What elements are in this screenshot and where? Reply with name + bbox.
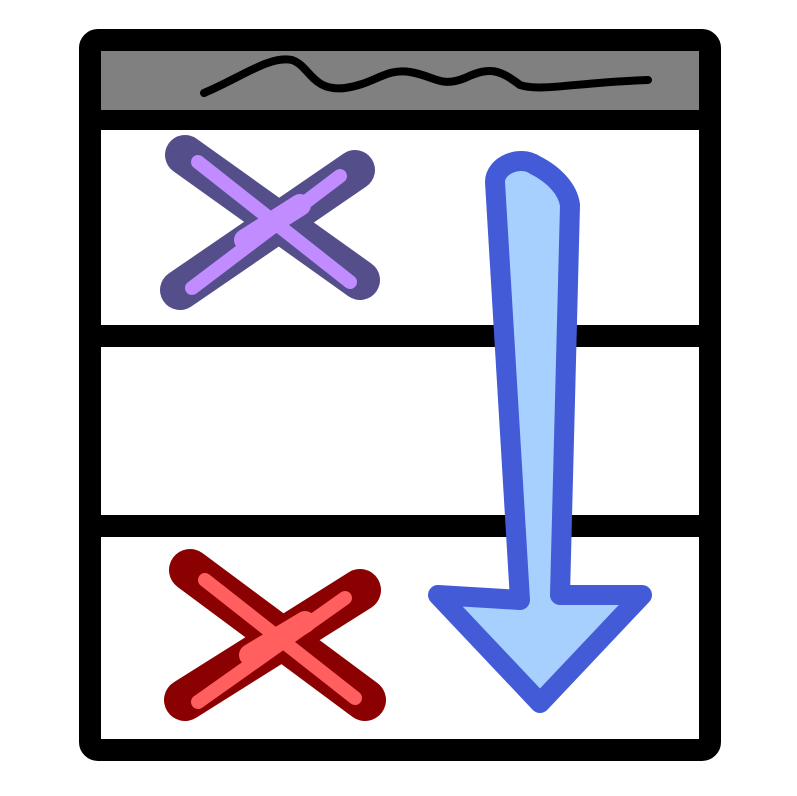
- row-divider: [90, 515, 710, 537]
- header-scribble: [200, 55, 652, 97]
- delete-x-icon-top: [160, 135, 380, 310]
- row-divider: [90, 325, 710, 347]
- delete-x-icon-bottom: [164, 549, 386, 721]
- arrow-down-icon: [428, 151, 652, 713]
- row-divider: [90, 110, 710, 130]
